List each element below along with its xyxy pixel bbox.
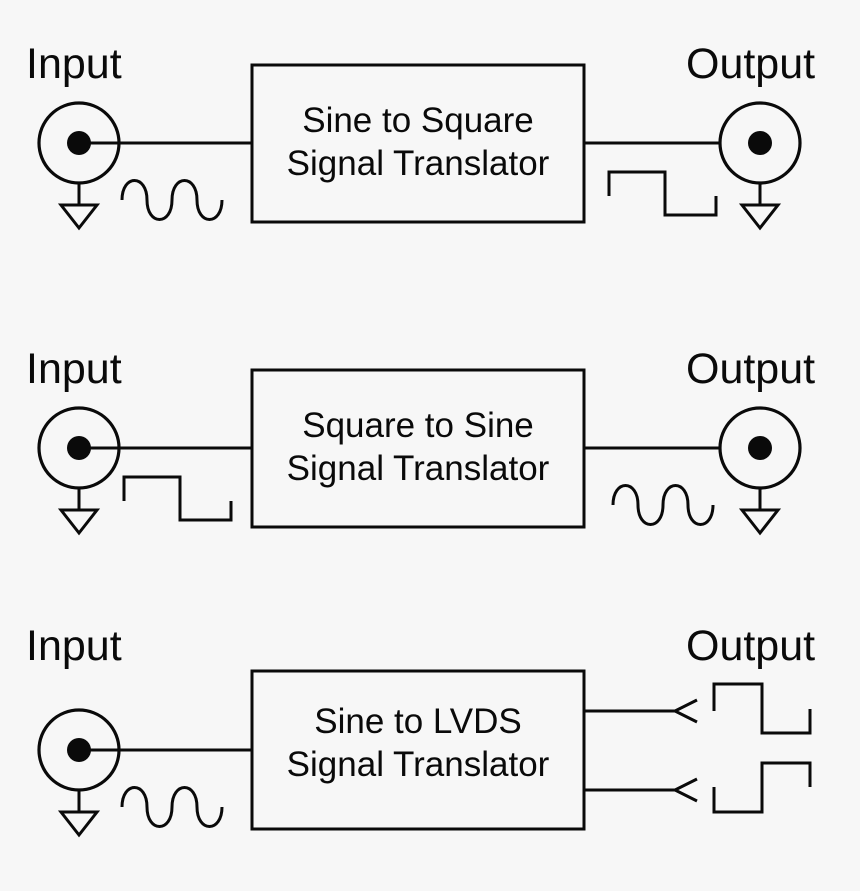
row1-output-ground-icon <box>738 203 782 231</box>
row2-block-box <box>250 368 586 529</box>
row2-output-connector <box>718 406 802 536</box>
row2-input-label: Input <box>26 345 122 393</box>
row3-output-square-waveform-icon-negative <box>712 761 812 814</box>
row1-input-sine-waveform-icon <box>120 179 224 221</box>
row3-block-label-line1: Sine to LVDS <box>314 702 522 741</box>
row3-input-label: Input <box>26 622 122 670</box>
row3-block-box <box>250 669 586 831</box>
row2-block-label-line2: Signal Translator <box>287 449 550 488</box>
row1-output-connector <box>718 101 802 231</box>
row1-output-connector-pin <box>748 131 772 155</box>
row3-input-sine-waveform-icon <box>120 786 224 828</box>
row3-block-label-line2: Signal Translator <box>287 745 550 784</box>
row2-input-connector <box>37 406 121 536</box>
row1-block-label-line2: Signal Translator <box>287 144 550 183</box>
row1-input-ground-icon <box>57 203 101 231</box>
row3-output-positive <box>584 682 812 735</box>
row3-output-chevron-icon-positive <box>671 698 698 724</box>
row3-output-chevron-icon-negative <box>671 777 698 803</box>
row-square-to-sine: Input Output Square to Sine Signal Trans… <box>26 345 815 536</box>
row3-output-square-waveform-icon-positive <box>712 682 812 735</box>
row2-block-label-line1: Square to Sine <box>302 406 534 445</box>
row1-output-square-waveform-icon <box>607 170 718 217</box>
row1-block-label-line1: Sine to Square <box>302 101 534 140</box>
row3-input-connector <box>37 708 121 838</box>
row2-output-ground-icon <box>738 508 782 536</box>
row3-output-negative <box>584 761 812 814</box>
row1-input-label: Input <box>26 40 122 88</box>
row-sine-to-square: Input Output Sine to Square Signal Trans… <box>26 40 815 231</box>
row2-input-square-waveform-icon <box>122 475 233 522</box>
row1-output-label: Output <box>686 40 815 88</box>
row2-output-sine-waveform-icon <box>611 484 715 526</box>
row2-output-label: Output <box>686 345 815 393</box>
row3-output-label: Output <box>686 622 815 670</box>
row3-input-ground-icon <box>57 810 101 838</box>
row-sine-to-lvds: Input Output Sine to LVDS Signal Transla… <box>26 622 815 838</box>
row2-input-ground-icon <box>57 508 101 536</box>
row2-output-connector-pin <box>748 436 772 460</box>
row1-input-connector <box>37 101 121 231</box>
